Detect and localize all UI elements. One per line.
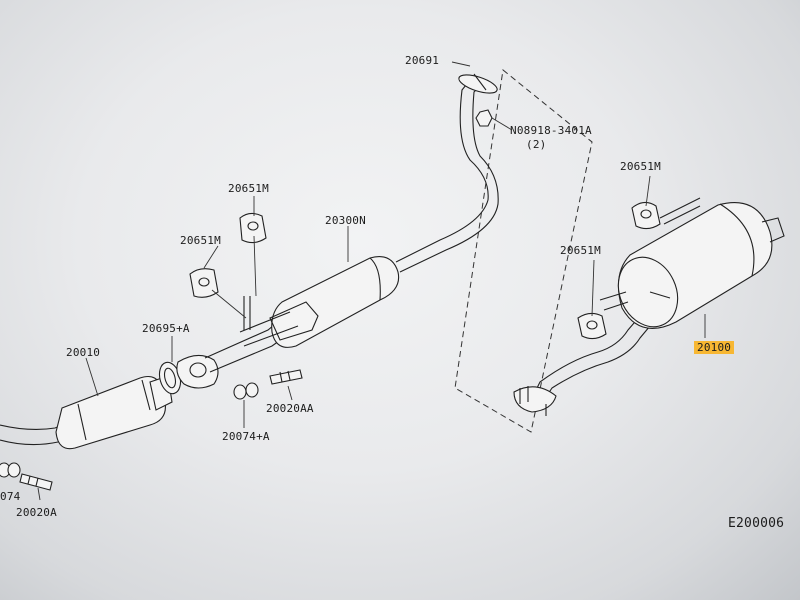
- front-nut-pair: [0, 462, 21, 478]
- leader-20651m-left: [203, 245, 247, 319]
- nut-pair: [233, 382, 259, 400]
- leader-20651m-right: [645, 175, 651, 207]
- leader-20651m-rear: [591, 259, 595, 317]
- rubber-hanger-rear-lower: [577, 312, 607, 340]
- figure-code: E200006: [728, 516, 785, 531]
- label-20010: 20010: [66, 346, 101, 359]
- catalytic-converter-shape: [55, 375, 173, 450]
- label-20074a: 20074+A: [222, 430, 270, 443]
- label-20651m-left: 20651M: [180, 234, 221, 247]
- label-20651m-top: 20651M: [228, 182, 269, 195]
- front-flange: [176, 354, 219, 389]
- label-08918-qty: (2): [526, 138, 547, 151]
- front-pipe: [0, 421, 73, 446]
- leader-20691: [451, 61, 471, 67]
- rubber-hanger-top: [239, 212, 267, 244]
- front-bolt: [19, 473, 53, 491]
- label-08918: N08918-3401A: [510, 124, 592, 137]
- rear-hanger-rod: [659, 197, 701, 225]
- top-flange: [458, 74, 498, 94]
- center-muffler: [271, 256, 400, 348]
- rubber-hanger-right: [631, 201, 661, 230]
- label-20651m-rear: 20651M: [560, 244, 601, 257]
- leader-20010: [85, 357, 99, 397]
- rear-inlet-pipe: [535, 299, 665, 395]
- leader-20020aa: [287, 385, 293, 401]
- stud-bolt: [269, 369, 303, 385]
- rubber-hanger-left: [189, 268, 219, 298]
- label-20651m-right: 20651M: [620, 160, 661, 173]
- rear-section-dashed-outline: [454, 69, 593, 433]
- label-20020aa: 20020AA: [266, 402, 314, 415]
- leader-20020a: [37, 487, 41, 501]
- intermediate-pipe: [395, 79, 499, 273]
- leader-08918: [491, 117, 513, 131]
- label-20300n: 20300N: [325, 214, 366, 227]
- rear-muffler-shape: [617, 201, 785, 329]
- center-bracket: [269, 301, 319, 341]
- label-20020a: 20020A: [16, 506, 57, 519]
- label-074: 074: [0, 490, 21, 503]
- leader-20651m-top: [253, 196, 257, 297]
- flange-nut: [475, 109, 493, 127]
- label-20691: 20691: [405, 54, 440, 67]
- label-20695a: 20695+A: [142, 322, 190, 335]
- label-20100-highlighted: 20100: [694, 341, 735, 354]
